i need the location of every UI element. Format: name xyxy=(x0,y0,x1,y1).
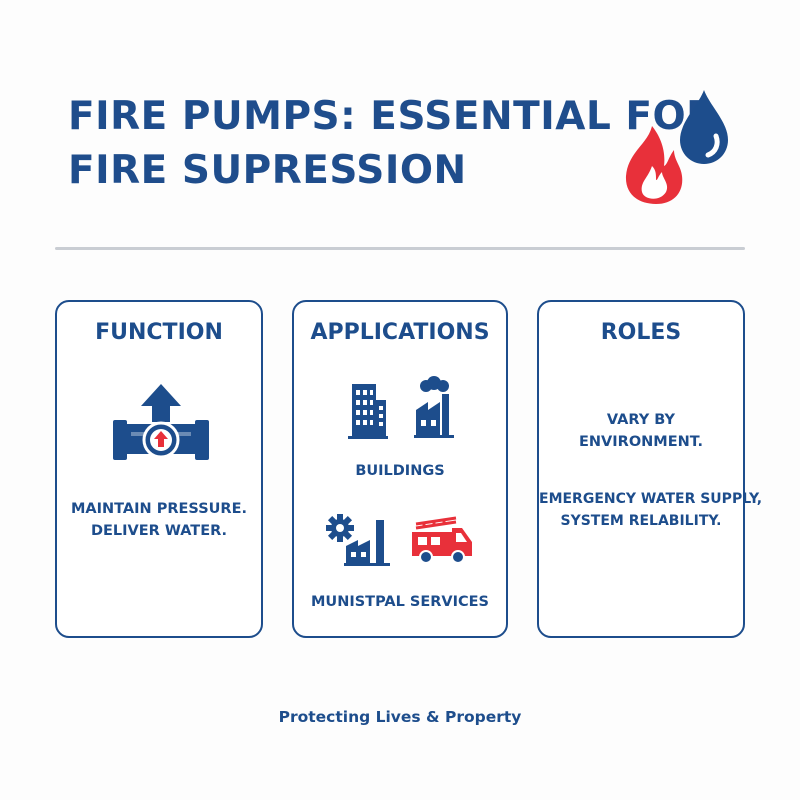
title-line-2: FIRE SUPRESSION xyxy=(68,148,467,193)
office-building-icon xyxy=(348,384,388,439)
gear-factory-icon xyxy=(326,514,390,566)
title-line-1: FIRE PUMPS: ESSENTIAL FOR xyxy=(68,94,717,139)
applications-card: APPLICATIONS BUILDINGS xyxy=(292,300,508,638)
applications-item-1-label: BUILDINGS xyxy=(355,463,445,479)
roles-card-title: ROLES xyxy=(600,320,682,345)
applications-item-2-label: MUNISTPAL SERVICES xyxy=(311,594,489,610)
fire-truck-icon xyxy=(412,516,472,564)
function-card-text: MAINTAIN PRESSURE. DELIVER WATER. xyxy=(57,498,261,542)
tagline: Protecting Lives & Property xyxy=(278,708,522,726)
roles-line-1: VARY BY xyxy=(606,412,676,428)
flame-water-drop-icon xyxy=(625,90,728,204)
divider xyxy=(55,247,745,250)
roles-line-2: ENVIRONMENT. xyxy=(579,434,703,450)
roles-card-text-2: EMERGENCY WATER SUPPLY, SYSTEM RELABILIT… xyxy=(539,488,763,532)
function-card-title: FUNCTION xyxy=(95,320,223,345)
roles-line-3: EMERGENCY WATER SUPPLY, xyxy=(539,491,763,507)
roles-card: ROLES VARY BY ENVIRONMENT. EMERGENCY WAT… xyxy=(537,300,763,638)
roles-line-4: SYSTEM RELABILITY. xyxy=(560,513,722,529)
function-line-2: DELIVER WATER. xyxy=(90,523,228,539)
page-title: FIRE PUMPS: ESSENTIAL FOR FIRE SUPRESSIO… xyxy=(68,90,717,198)
factory-smoke-icon xyxy=(414,376,454,438)
roles-card-text-1: VARY BY ENVIRONMENT. xyxy=(539,409,743,453)
applications-card-title: APPLICATIONS xyxy=(310,320,490,345)
pump-pipe-icon xyxy=(113,384,209,460)
function-card: FUNCTION MAINTAIN PRESSURE. DELIVER WATE… xyxy=(55,300,263,638)
function-line-1: MAINTAIN PRESSURE. xyxy=(70,501,248,517)
